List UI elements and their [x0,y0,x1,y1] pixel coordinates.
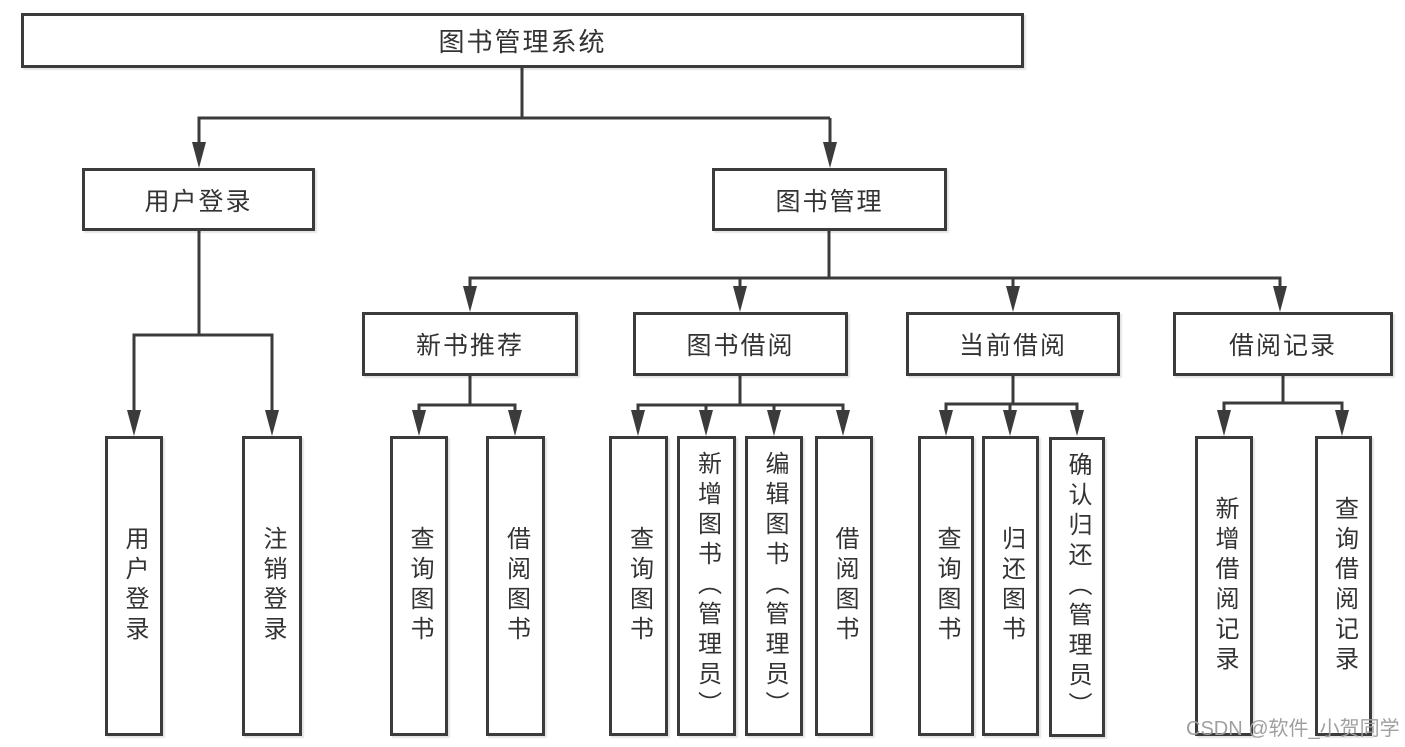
leaf-confirm-return-admin: 确认归还（管理员） [1049,437,1105,737]
leaf-edit-books-admin: 编辑图书（管理员） [745,436,803,736]
node-book-management: 图书管理 [712,168,947,231]
leaf-add-books-admin: 新增图书（管理员） [677,436,736,736]
leaf-query-borrow-record: 查询借阅记录 [1315,436,1372,736]
node-new-book-recommend: 新书推荐 [362,312,578,376]
node-book-borrow: 图书借阅 [633,312,848,376]
leaf-query-books-recommend: 查询图书 [390,436,448,736]
node-current-borrow: 当前借阅 [906,312,1120,376]
leaf-query-books-borrow: 查询图书 [609,436,668,736]
leaf-add-borrow-record: 新增借阅记录 [1195,436,1253,736]
leaf-return-books: 归还图书 [982,436,1039,736]
leaf-borrow-books: 借阅图书 [815,436,873,736]
node-borrow-records: 借阅记录 [1173,312,1393,376]
node-user-login: 用户登录 [82,168,315,231]
csdn-watermark: CSDN @软件_小贺同学 [1186,718,1400,740]
leaf-borrow-books-recommend: 借阅图书 [486,436,545,736]
leaf-query-books-current: 查询图书 [918,436,974,736]
node-library-management-system: 图书管理系统 [21,13,1024,68]
leaf-user-login: 用户登录 [105,436,163,736]
leaf-logout: 注销登录 [242,436,302,736]
